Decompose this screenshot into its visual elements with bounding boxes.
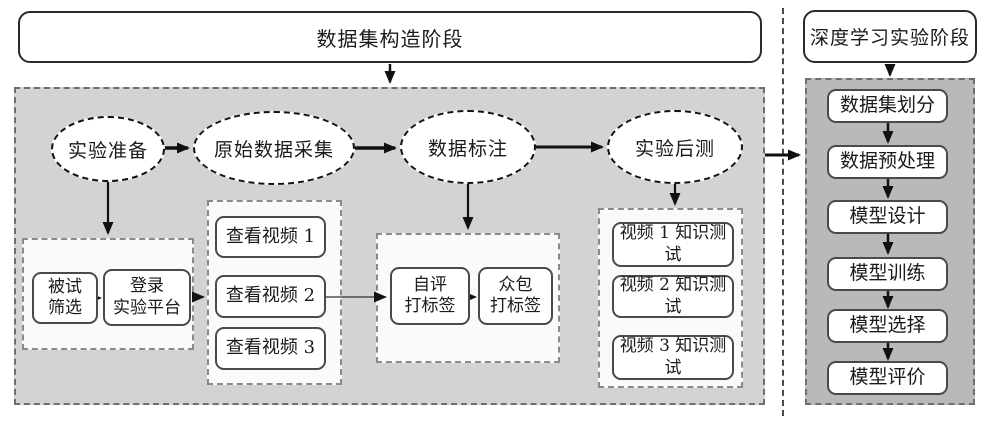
stage-experiment-posttest: 实验后测 — [607, 110, 743, 184]
phase-divider — [782, 8, 784, 416]
node-view-video-1: 查看视频 1 — [215, 216, 326, 258]
step-dataset-split: 数据集划分 — [827, 89, 948, 123]
step-model-selection: 模型选择 — [827, 309, 948, 343]
node-self-labeling: 自评 打标签 — [390, 267, 470, 325]
node-view-video-3: 查看视频 3 — [215, 327, 326, 370]
experiment-phase-panel — [805, 78, 975, 405]
step-model-evaluation: 模型评价 — [827, 361, 948, 395]
node-login-platform: 登录 实验平台 — [103, 269, 191, 326]
step-model-design: 模型设计 — [827, 200, 948, 234]
step-data-preprocessing: 数据预处理 — [827, 145, 948, 179]
stage-raw-data-collection: 原始数据采集 — [193, 111, 355, 185]
construction-phase-title: 数据集构造阶段 — [18, 11, 762, 63]
experiment-phase-title: 深度学习实验阶段 — [803, 10, 977, 63]
node-video3-knowledge-test: 视频 3 知识测试 — [612, 335, 734, 380]
stage-experiment-prepare: 实验准备 — [51, 116, 165, 182]
node-video1-knowledge-test: 视频 1 知识测试 — [612, 222, 734, 267]
node-video2-knowledge-test: 视频 2 知识测试 — [612, 275, 734, 318]
stage-data-annotation: 数据标注 — [400, 110, 536, 184]
node-view-video-2: 查看视频 2 — [215, 275, 326, 318]
node-crowd-labeling: 众包 打标签 — [478, 267, 553, 325]
step-model-training: 模型训练 — [827, 257, 948, 291]
node-subject-screening: 被试 筛选 — [32, 272, 98, 324]
